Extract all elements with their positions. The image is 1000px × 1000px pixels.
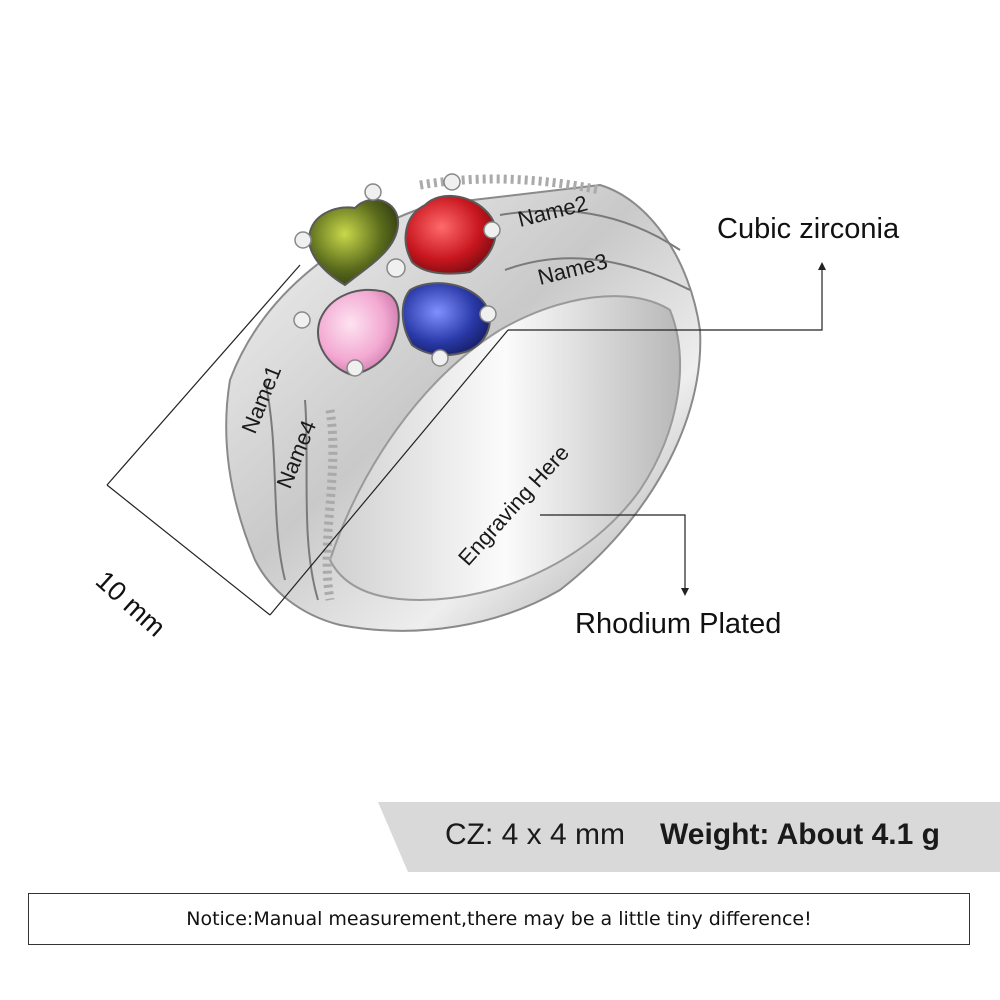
ring-inner-surface bbox=[328, 295, 681, 602]
notice-text: Notice:Manual measurement,there may be a… bbox=[186, 908, 812, 930]
callout-leader-cz bbox=[508, 268, 823, 331]
rhodium-plated-label: Rhodium Plated bbox=[575, 608, 782, 640]
callout-leader-rhodium bbox=[540, 514, 686, 590]
prongs bbox=[293, 173, 501, 377]
weight-spec: Weight: About 4.1 g bbox=[660, 818, 940, 851]
cz-size-spec: CZ: 4 x 4 mm bbox=[445, 818, 626, 851]
pink-heart-stone bbox=[317, 288, 400, 377]
band-groove-3 bbox=[499, 209, 681, 251]
notice-box: Notice:Manual measurement,there may be a… bbox=[28, 893, 970, 945]
arrow-up-icon bbox=[818, 262, 826, 270]
pave-row-top bbox=[419, 174, 601, 195]
band-groove-1 bbox=[264, 379, 286, 581]
pave-row-left bbox=[322, 409, 338, 601]
band-groove-4 bbox=[504, 257, 691, 291]
sapphire-heart-stone bbox=[401, 282, 491, 357]
cubic-zirconia-label: Cubic zirconia bbox=[717, 213, 900, 245]
dimension-lines bbox=[106, 264, 509, 616]
arrow-down-icon bbox=[681, 588, 689, 596]
spec-band bbox=[378, 802, 1000, 872]
peridot-heart-stone bbox=[308, 198, 400, 287]
band-groove-2 bbox=[304, 399, 319, 601]
ruby-heart-stone bbox=[404, 194, 497, 275]
